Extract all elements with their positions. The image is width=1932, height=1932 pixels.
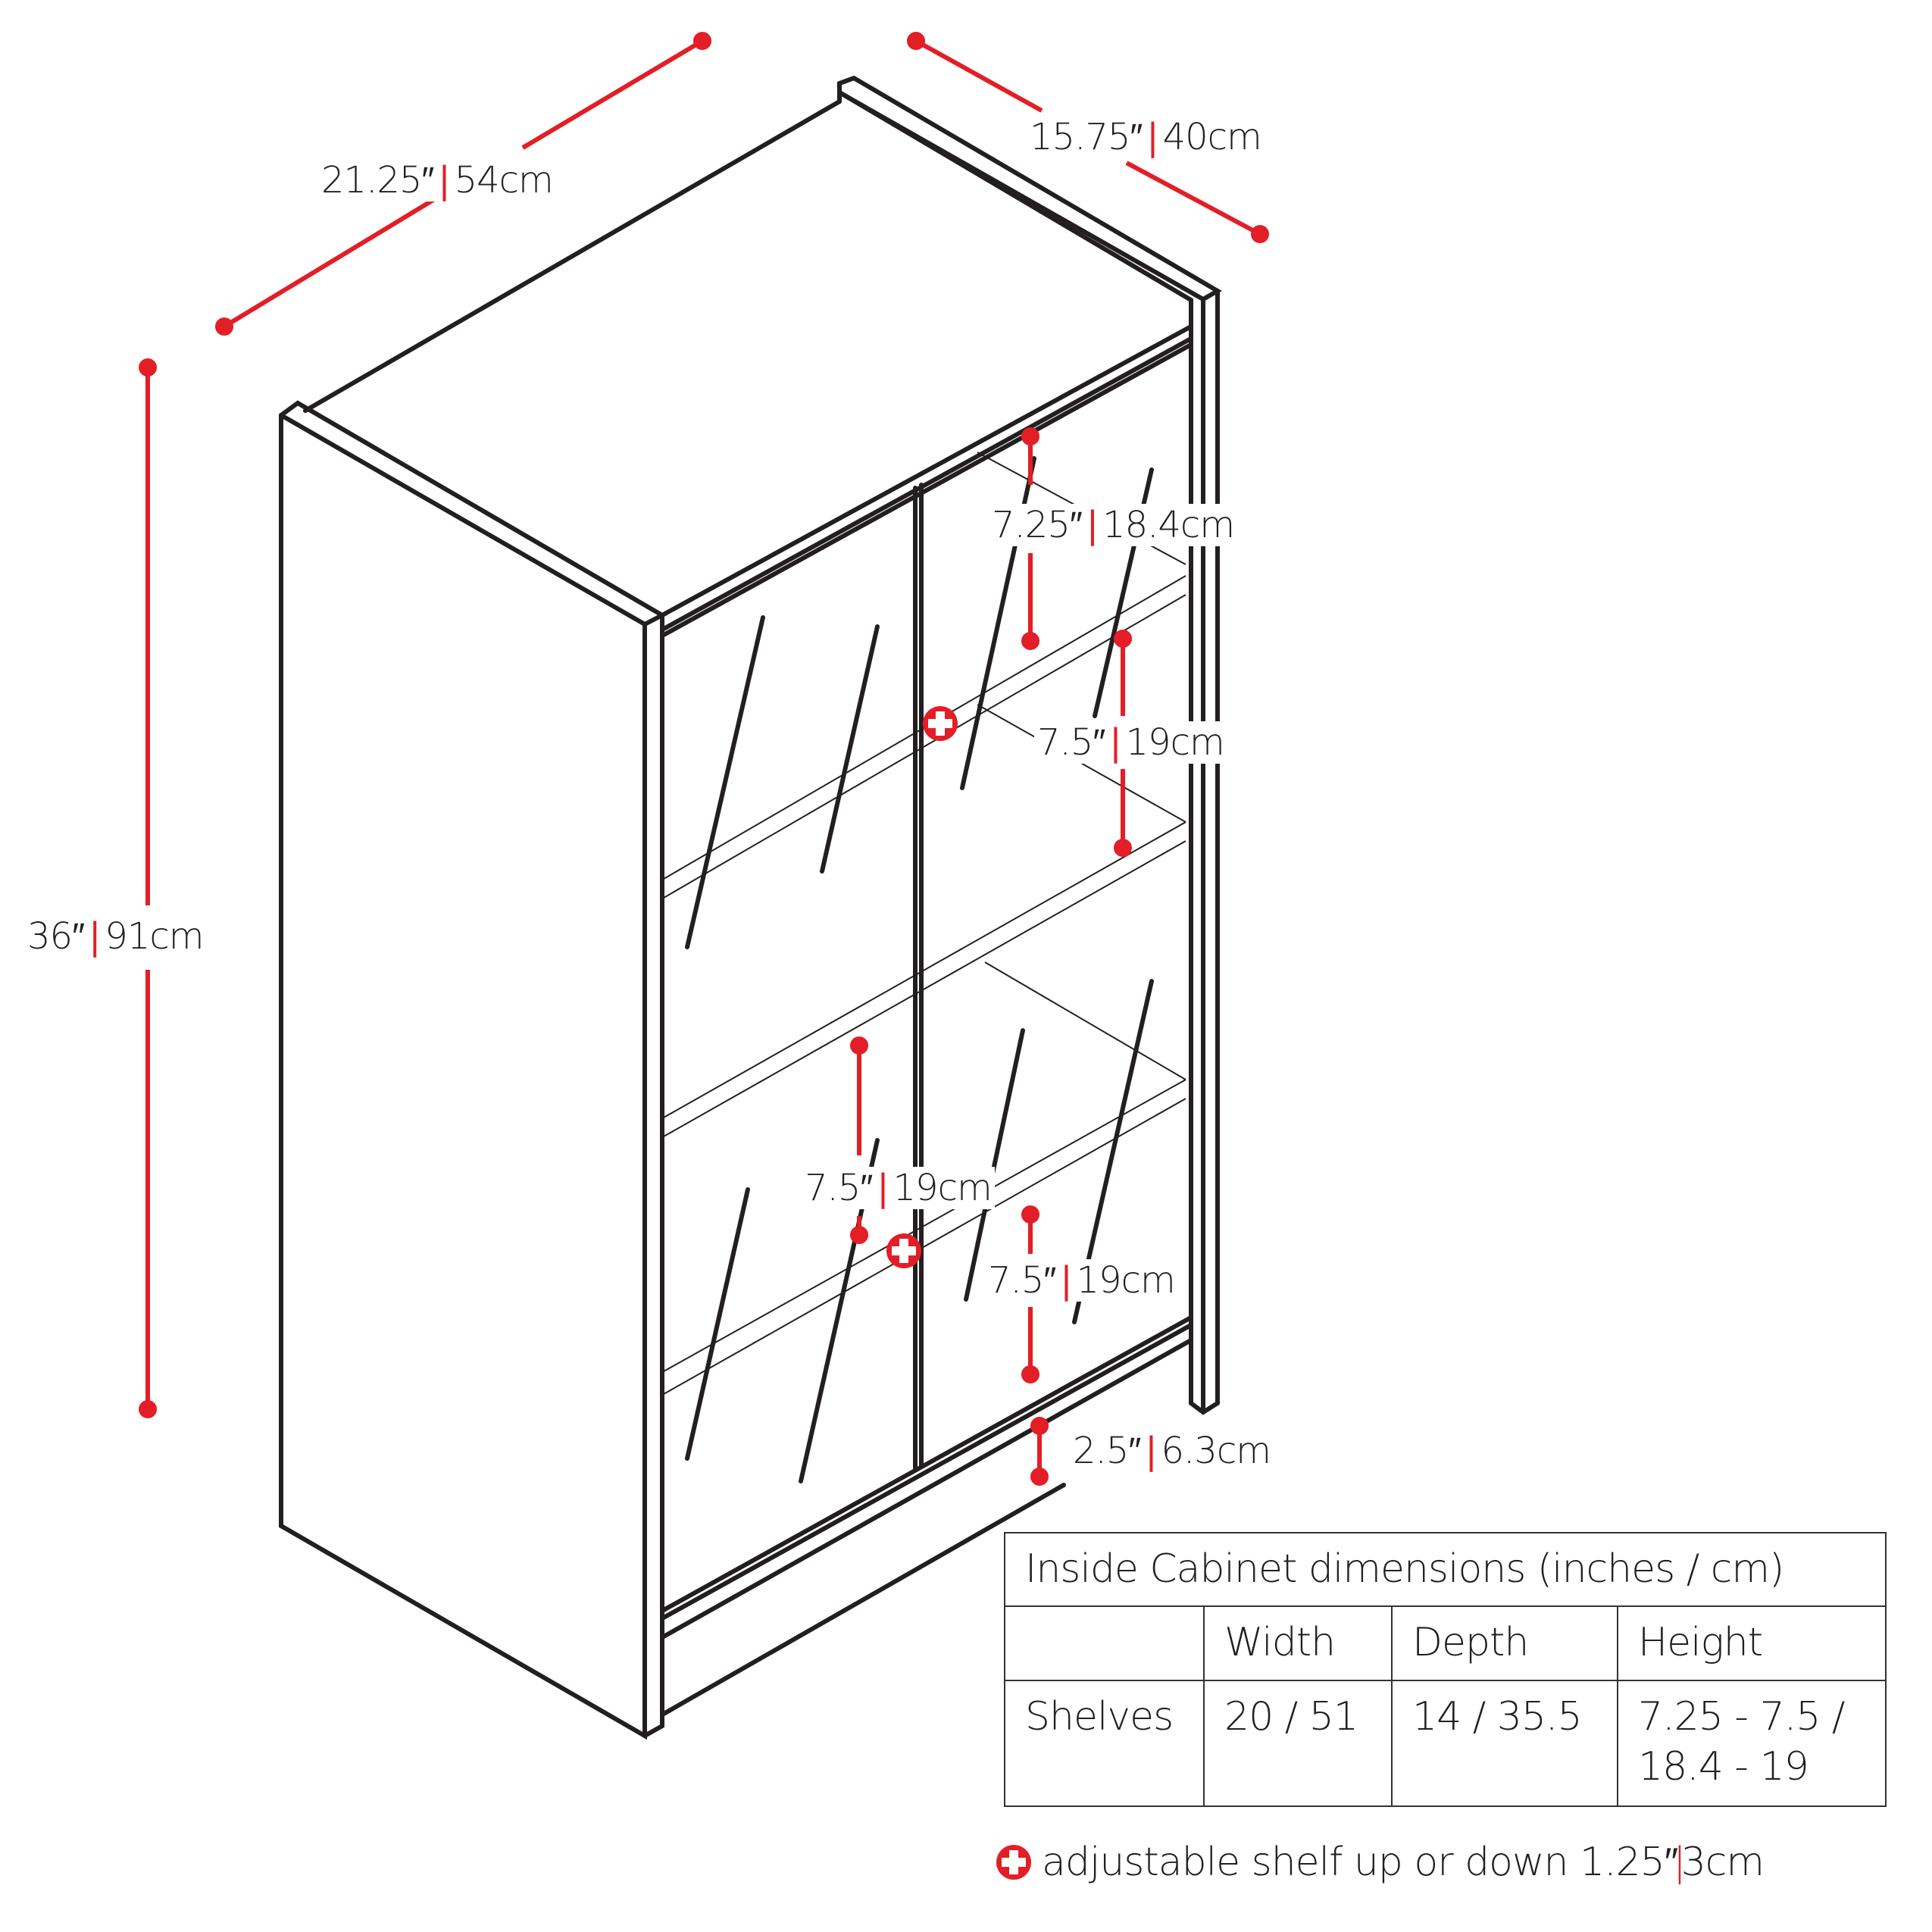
inside-dimensions-table: Inside Cabinet dimensions (inches / cm) … — [1004, 1532, 1887, 1807]
footnote: adjustable shelf up or down 1.25″|3cm — [996, 1840, 1765, 1885]
cell-height-line1: 7.25 - 7.5 / — [1638, 1694, 1845, 1740]
footnote-metric: 3cm — [1680, 1840, 1765, 1885]
separator: | — [1060, 1259, 1072, 1302]
footnote-separator: | — [1673, 1840, 1687, 1885]
separator: | — [1109, 721, 1121, 764]
height-dimension-label: 36″|91cm — [24, 915, 207, 958]
separator: | — [89, 915, 101, 958]
cell-width: 20 / 51 — [1203, 1680, 1393, 1807]
adjustable-shelf-marker-2 — [886, 1233, 921, 1268]
separator: | — [438, 159, 450, 202]
base-height-label: 2.5″|6.3cm — [1070, 1430, 1274, 1472]
table-title: Inside Cabinet dimensions (inches / cm) — [1004, 1532, 1887, 1607]
row-label: Shelves — [1004, 1680, 1205, 1807]
table-row: Shelves 20 / 51 14 / 35.5 7.25 - 7.5 / 1… — [1004, 1680, 1887, 1807]
table-header-width: Width — [1203, 1605, 1393, 1681]
lower-right-gap-label: 7.5″|19cm — [985, 1259, 1178, 1302]
width-dimension-label: 21.25″|54cm — [318, 159, 556, 202]
separator: | — [1145, 1430, 1157, 1472]
adjustable-shelf-marker-1 — [923, 706, 958, 741]
table-header-depth: Depth — [1391, 1605, 1618, 1681]
separator: | — [1086, 504, 1099, 546]
depth-dimension-label: 15.75″|40cm — [1027, 116, 1265, 158]
cell-height-line2: 18.4 - 19 — [1638, 1744, 1809, 1790]
footnote-text: adjustable shelf up or down 1.25″ — [1042, 1840, 1678, 1885]
plus-circle-icon — [996, 1845, 1031, 1880]
cell-height: 7.25 - 7.5 / 18.4 - 19 — [1617, 1680, 1887, 1807]
cell-depth: 14 / 35.5 — [1391, 1680, 1618, 1807]
separator: | — [877, 1167, 889, 1209]
upper-right-gap-label: 7.5″|19cm — [1034, 721, 1227, 764]
cabinet-outline — [279, 75, 1222, 1740]
table-header-empty — [1004, 1605, 1205, 1681]
top-shelf-gap-label: 7.25″|18.4cm — [989, 504, 1238, 546]
table-header-height: Height — [1617, 1605, 1887, 1681]
middle-left-gap-label: 7.5″|19cm — [802, 1167, 995, 1209]
dimension-lines — [139, 32, 1269, 1486]
separator: | — [1146, 116, 1158, 158]
